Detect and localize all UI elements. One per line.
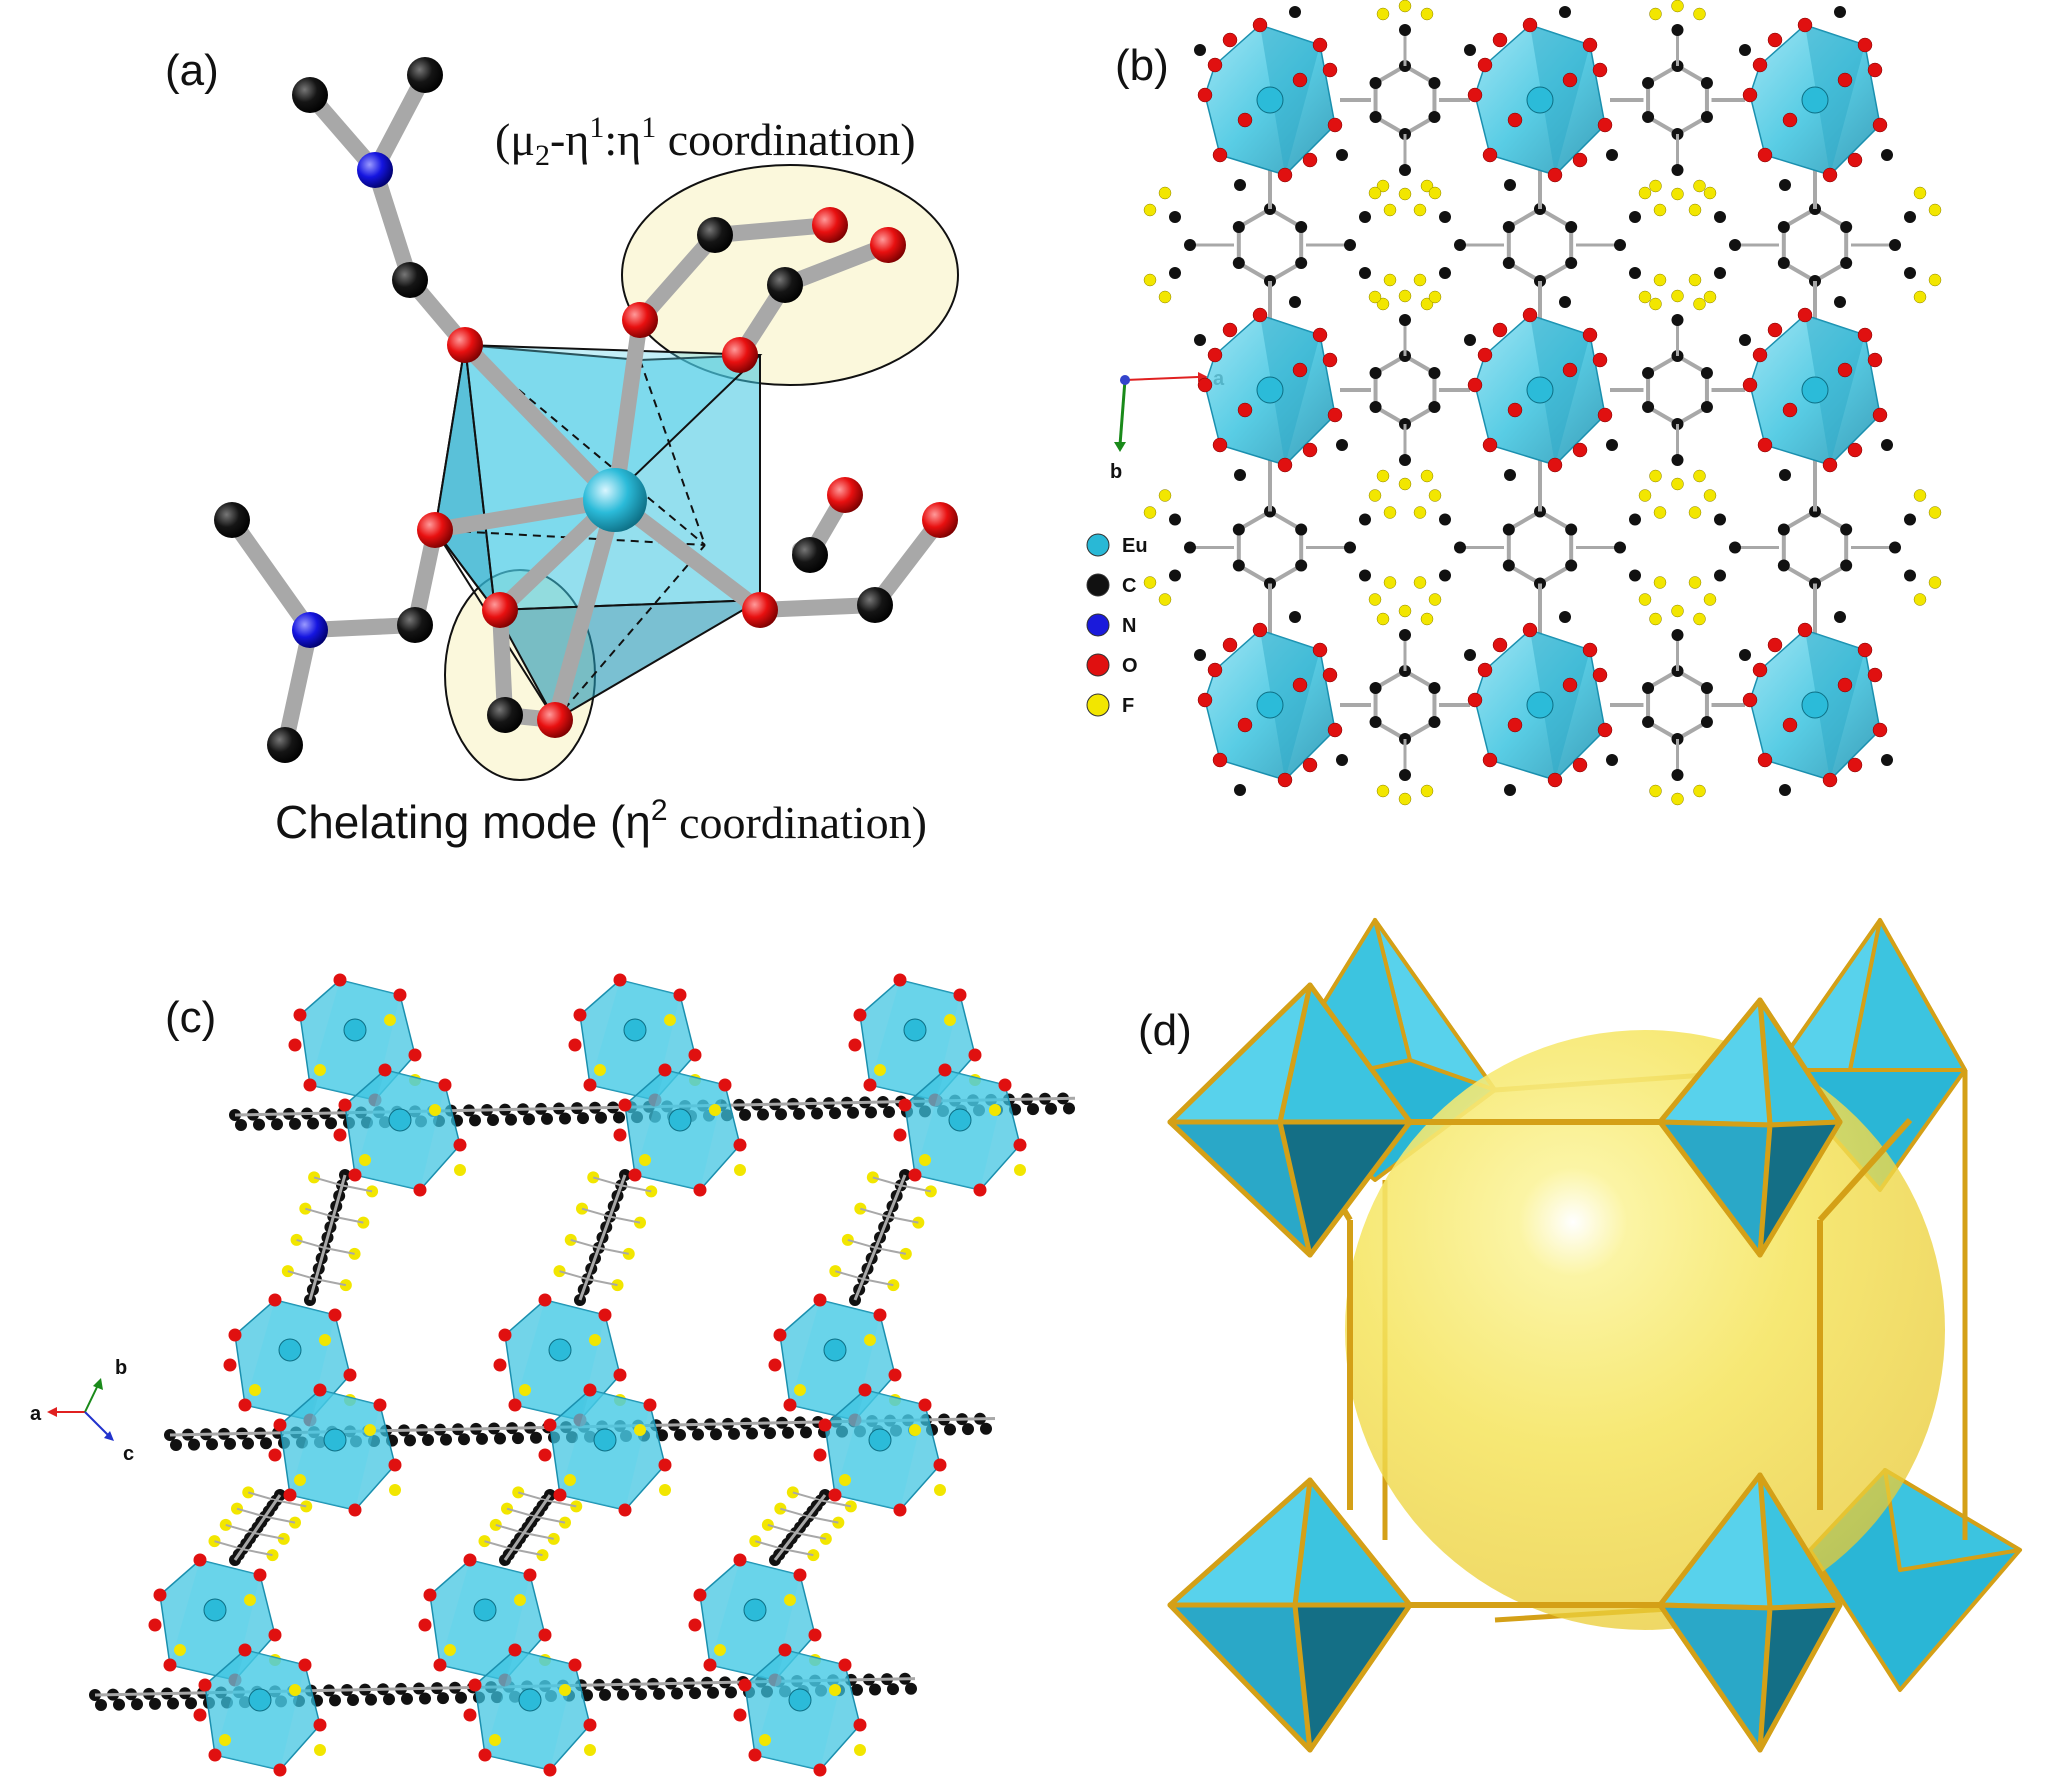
- cage-topology-diagram: (d): [1138, 918, 2022, 1753]
- nitrogen-atom: [357, 152, 393, 188]
- linker-ring: [1232, 505, 1308, 590]
- axis-b-label: b: [115, 1357, 127, 1379]
- legend-swatch-c: [1086, 573, 1110, 597]
- linker-ring: [1369, 60, 1441, 140]
- oxygen-atom: [482, 592, 518, 628]
- carbon-atom: [792, 537, 828, 573]
- linker-ring: [1777, 203, 1853, 287]
- atoms: [214, 57, 958, 763]
- front-octahedra: [1167, 982, 1843, 1753]
- linker-ring: [1369, 665, 1441, 745]
- linker-ring: [1642, 350, 1713, 430]
- legend-label-eu: Eu: [1122, 535, 1148, 557]
- panel-c-label: (c): [165, 993, 216, 1042]
- oxygen-atom: [447, 327, 483, 363]
- eu-node-polyhedron: [1194, 296, 1348, 481]
- eu-node-polyhedron: [1739, 6, 1893, 191]
- eu-coordination-diagram: (a): [165, 46, 959, 848]
- carbon-atom: [697, 217, 733, 253]
- legend-swatch-o: [1086, 653, 1110, 677]
- panel-d-label: (d): [1138, 1006, 1192, 1055]
- eu-node-polyhedron: [1739, 611, 1893, 796]
- eu-dimer-node: [768, 1293, 947, 1517]
- oxygen-atom: [812, 207, 848, 243]
- carbon-atom: [214, 502, 250, 538]
- legend-label-n: N: [1122, 615, 1136, 637]
- oxygen-atom: [922, 502, 958, 538]
- nitrogen-atom: [292, 612, 328, 648]
- oxygen-atom: [827, 477, 863, 513]
- eu-node-polyhedron: [1464, 296, 1618, 481]
- legend-label-c: C: [1122, 575, 1136, 597]
- eu-node-polyhedron: [1464, 6, 1618, 191]
- eu-atom: [583, 468, 647, 532]
- legend-swatch-eu: [1086, 533, 1110, 557]
- legend-swatch-n: [1086, 613, 1110, 637]
- panel-d: (d): [1120, 900, 2056, 1790]
- linker-ring: [1232, 203, 1308, 287]
- panel-a-label: (a): [165, 46, 219, 95]
- linker-ring: [1777, 505, 1853, 590]
- eu-dimer-node: [493, 1293, 672, 1517]
- eu-node-polyhedron: [1194, 611, 1348, 796]
- carbon-atom: [487, 697, 523, 733]
- framework-lattice: [1143, 0, 1942, 806]
- eu-node-polyhedron: [1739, 296, 1893, 481]
- eu-dimer-node: [288, 973, 467, 1197]
- framework-lattice-3d: [89, 973, 1076, 1777]
- legend-swatch-f: [1086, 693, 1110, 717]
- linker-ring: [1642, 665, 1713, 745]
- axis-b-label: b: [1110, 461, 1122, 483]
- eu-node-polyhedron: [1464, 611, 1618, 796]
- eu-dimer-node: [848, 973, 1027, 1197]
- eu-dimer-node: [568, 973, 747, 1197]
- oxygen-atom: [417, 512, 453, 548]
- carbon-atom: [292, 77, 328, 113]
- eu-dimer-node: [148, 1553, 327, 1777]
- oxygen-atom: [722, 337, 758, 373]
- axis-c-label: c: [123, 1443, 134, 1465]
- eu-dimer-node: [418, 1553, 597, 1777]
- panel-a: (a): [0, 0, 1100, 880]
- carbon-atom: [407, 57, 443, 93]
- carbon-atom: [392, 262, 428, 298]
- carbon-atom: [397, 607, 433, 643]
- carbon-atom: [267, 727, 303, 763]
- oxygen-atom: [742, 592, 778, 628]
- legend-label-f: F: [1122, 695, 1134, 717]
- oxygen-atom: [870, 227, 906, 263]
- panel-b-label: (b): [1115, 41, 1169, 90]
- linker-ring: [1502, 505, 1578, 590]
- panel-c: (c) a b c: [0, 900, 1130, 1790]
- eu-node-polyhedron: [1194, 6, 1348, 191]
- legend-label-o: O: [1122, 655, 1138, 677]
- axis-indicator-abc: a b c: [30, 1357, 134, 1465]
- eu-dimer-node: [688, 1553, 867, 1777]
- bridging-mode-annotation: (μ2-η1:η1 coordination): [495, 111, 916, 172]
- axis-a-label: a: [30, 1403, 42, 1425]
- eu-dimer-node: [223, 1293, 402, 1517]
- oxygen-atom: [537, 702, 573, 738]
- linker-ring: [1502, 203, 1578, 287]
- chelating-mode-annotation: Chelating mode (η2 coordination): [275, 794, 927, 848]
- linker-ring: [1642, 60, 1713, 140]
- linker-ring: [1369, 350, 1441, 430]
- oxygen-atom: [622, 302, 658, 338]
- carbon-atom: [857, 587, 893, 623]
- framework-view-perspective: (c) a b c: [30, 973, 1076, 1777]
- carbon-atom: [767, 267, 803, 303]
